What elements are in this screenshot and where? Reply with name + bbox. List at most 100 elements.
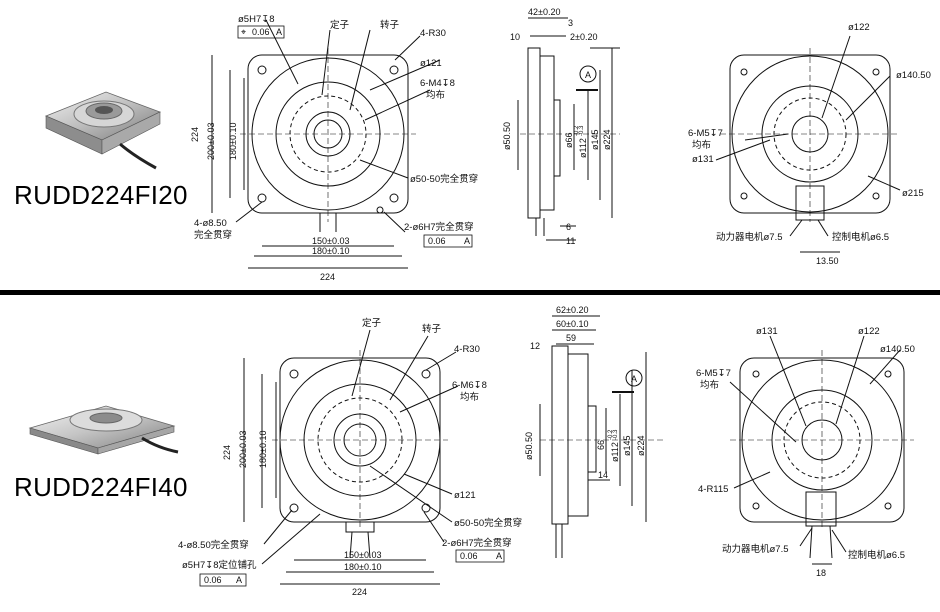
back-threads-note-bottom: 均布: [700, 379, 719, 391]
rotor-label-bottom: 转子: [422, 323, 442, 335]
side-d11-top: 11: [566, 236, 575, 246]
side-d112-tol-dn-top: -0.3: [579, 125, 585, 136]
side-d12-bottom: 12: [530, 341, 540, 351]
side-d66-top: ø66: [564, 132, 574, 148]
dowel-datum-top: A: [464, 236, 470, 246]
side-d6-top: 6: [566, 222, 571, 232]
product-photo-top: [44, 91, 162, 170]
side-d145-top: ø145: [590, 129, 600, 150]
dowel-tol-top: 0.06: [428, 236, 446, 246]
corner-radius-label-bottom: 4-R30: [454, 344, 480, 355]
threads-label-bottom: 6-M6↧8: [452, 380, 487, 391]
dim-224-horizontal-bottom: 224: [352, 587, 367, 597]
bore-label-top: ø50-50完全贯穿: [410, 173, 478, 185]
bottom-model-panel: RUDD224FI40: [0, 296, 940, 612]
mount-holes-label-top: 4-ø8.50: [194, 218, 227, 229]
dim-224-vertical-bottom: 224: [222, 445, 232, 460]
dim-150-horizontal-bottom: 150±0.03: [344, 550, 381, 560]
rotor-label-top: 转子: [380, 19, 400, 31]
side-d145-bottom: ø145: [622, 435, 632, 456]
section-divider: [0, 290, 940, 295]
bore-label-bottom: ø50-50完全贯穿: [454, 517, 522, 529]
dowel-tol-bottom: 0.06: [460, 551, 478, 561]
back-power-cable-top: 动力器电机ø7.5: [716, 231, 783, 243]
back-view-drawing-bottom: ø131 ø122 ø140.50 6-M5↧7 均布 4-R115 动力器电机…: [696, 326, 915, 578]
front-tol-value-top: 0.06: [252, 27, 270, 37]
mount-holes-label-bottom: 4-ø8.50完全贯穿: [178, 539, 249, 551]
corner-radius-label-top: 4-R30: [420, 28, 446, 39]
threads-note-bottom: 均布: [460, 391, 479, 403]
dim-180-horizontal-top: 180±0.10: [312, 246, 349, 256]
dim-180-vertical-top: 180±0.10: [228, 123, 238, 160]
hole-spec-bottom: ø5H7↧8定位铺孔: [182, 559, 257, 571]
back-power-cable-bottom: 动力器电机ø7.5: [722, 543, 789, 555]
back-d122-top: ø122: [848, 22, 870, 33]
side-d66-bottom: 66: [596, 440, 606, 450]
back-threads-top: 6-M5↧7: [688, 128, 723, 139]
side-d14-bottom: 14: [598, 470, 608, 480]
back-d215-top: ø215: [902, 188, 924, 199]
side-d112-tol-dn-bottom: -0.3: [613, 429, 619, 440]
model-title-top: RUDD224FI20: [14, 180, 188, 210]
back-radius-bottom: 4-R115: [698, 484, 728, 495]
back-d18-bottom: 18: [816, 568, 826, 578]
dowel-datum-bottom: A: [496, 551, 502, 561]
side-d112-tol-up-top: -0.2: [574, 125, 580, 136]
front-tol-symbol-top: ⌖: [241, 27, 246, 37]
back-threads-bottom: 6-M5↧7: [696, 368, 731, 379]
dim-224-horizontal-top: 224: [320, 272, 335, 282]
top-model-panel: RUDD224FI20: [0, 0, 940, 292]
side-d112-bottom: ø112: [610, 442, 620, 462]
bolt-circle-label-bottom: ø121: [454, 490, 476, 501]
dowel-label-top: 2-ø6H7完全贯穿: [404, 221, 474, 233]
side-view-drawing-bottom: 62±0.20 60±0.10 59 12 A ø50.50 66 ø112 -…: [524, 305, 664, 558]
tol-datum-bottom: A: [236, 575, 242, 585]
stator-label-top: 定子: [330, 19, 350, 31]
side-d112-top: ø112: [578, 138, 588, 158]
back-view-drawing-top: ø122 ø140.50 6-M5↧7 均布 ø131 ø215 动力器电机ø7…: [688, 22, 931, 266]
back-threads-note-top: 均布: [692, 139, 711, 151]
back-control-cable-top: 控制电机ø6.5: [832, 231, 889, 243]
back-d122-bottom: ø122: [858, 326, 880, 337]
dim-180-vertical-bottom: 180±0.10: [258, 431, 268, 468]
side-d3-top: 3: [568, 18, 573, 28]
side-d50-top: ø50.50: [502, 122, 512, 150]
back-control-cable-bottom: 控制电机ø6.5: [848, 549, 905, 561]
bolt-circle-label-top: ø121: [420, 58, 442, 69]
product-photo-bottom: [28, 405, 179, 455]
dim-150-horizontal-top: 150±0.03: [312, 236, 349, 246]
back-d131-top: ø131: [692, 154, 714, 165]
front-hole-spec-top: ø5H7↧8: [238, 14, 274, 25]
front-view-drawing-top: ø5H7↧8 ⌖ 0.06 A 定子 转子 4-R30 ø121 6-M4↧8 …: [190, 14, 478, 282]
dim-224-vertical-top: 224: [190, 127, 200, 142]
side-d60-bottom: 60±0.10: [556, 319, 588, 329]
back-d13-top: 13.50: [816, 256, 839, 266]
side-datum-top: A: [585, 70, 591, 80]
side-d50-bottom: ø50.50: [524, 432, 534, 460]
dim-200-vertical-bottom: 200±0.03: [238, 431, 248, 468]
threads-note-top: 均布: [426, 89, 445, 101]
side-d62-bottom: 62±0.20: [556, 305, 588, 315]
front-tol-datum-top: A: [276, 27, 282, 37]
dowel-label-bottom: 2-ø6H7完全贯穿: [442, 537, 512, 549]
side-d10-top: 10: [510, 32, 520, 42]
threads-label-top: 6-M4↧8: [420, 78, 455, 89]
side-view-drawing-top: 42±0.20 3 10 2±0.20 A ø50.50 ø66 ø112 -0…: [502, 7, 620, 246]
dim-200-vertical-top: 200±0.03: [206, 123, 216, 160]
back-d140-bottom: ø140.50: [880, 344, 915, 355]
back-d131-bottom: ø131: [756, 326, 778, 337]
mount-holes-note-top: 完全贯穿: [194, 229, 232, 241]
side-d112-tol-up-bottom: -0.2: [608, 429, 614, 440]
side-d224-bottom: ø224: [636, 435, 646, 456]
side-d2-top: 2±0.20: [570, 32, 597, 42]
side-d59-bottom: 59: [566, 333, 576, 343]
back-d140-top: ø140.50: [896, 70, 931, 81]
side-d42-top: 42±0.20: [528, 7, 560, 17]
side-d224-top: ø224: [602, 129, 612, 150]
stator-label-bottom: 定子: [362, 317, 382, 329]
front-view-drawing-bottom: 定子 转子 4-R30 6-M6↧8 均布 224 200±0.03 180±0…: [178, 317, 522, 597]
dim-180-horizontal-bottom: 180±0.10: [344, 562, 381, 572]
side-datum-bottom: A: [631, 374, 637, 384]
tol-value-bottom: 0.06: [204, 575, 222, 585]
model-title-bottom: RUDD224FI40: [14, 472, 188, 502]
